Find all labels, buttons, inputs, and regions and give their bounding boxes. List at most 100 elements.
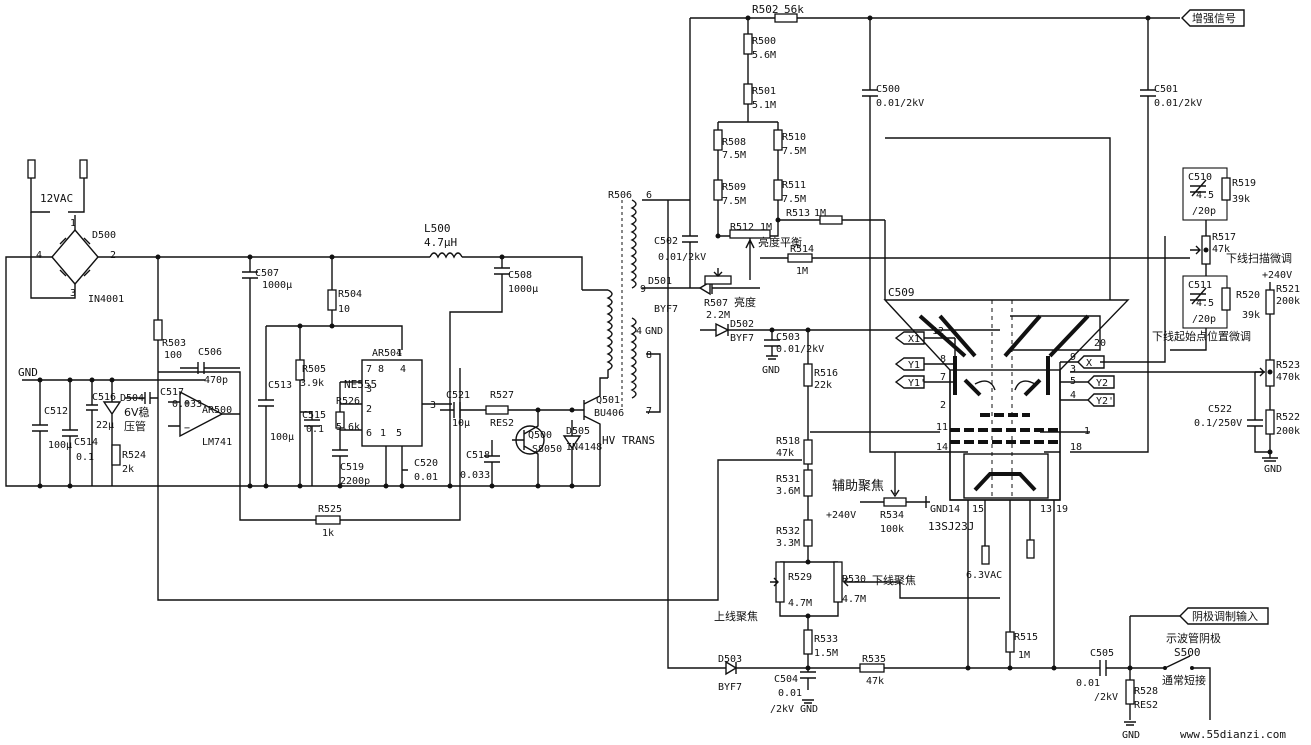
label-q500: Q500 [528, 430, 552, 441]
label-r527: R527 [490, 390, 514, 401]
label-r533: R533 [814, 634, 838, 645]
label-c503: C503 [776, 332, 800, 343]
signal-tag-zengqiang [1181, 9, 1245, 27]
cap-c521 [440, 402, 486, 418]
cap-c519 [332, 440, 348, 486]
label-r534: R534 [880, 510, 904, 521]
value-d501: BYF7 [654, 304, 678, 315]
label-l500: L500 [424, 222, 451, 235]
focus-divider-chain [770, 330, 1000, 690]
pot-r534 [860, 452, 930, 508]
value-c504-b: /2kV [770, 704, 794, 715]
ne555-pin4: 4 [396, 348, 402, 359]
pin-3: 3 [70, 288, 76, 299]
label-c510: C510 [1188, 172, 1212, 183]
label-r500: R500 [752, 36, 776, 47]
label-r523: R523 [1276, 360, 1300, 371]
label-r528: R528 [1134, 686, 1158, 697]
svg-text:1: 1 [380, 428, 386, 439]
tag-x1: X1 [908, 334, 920, 345]
cap-c503 [764, 330, 780, 360]
value-r501: 5.1M [752, 100, 776, 111]
label-c516: C516 [92, 392, 116, 403]
value-c505-b: /2kV [1094, 692, 1118, 703]
diode-d502 [700, 322, 1000, 338]
label-r507-cn: 亮度 [734, 295, 756, 309]
value-c505: 0.01 [1076, 678, 1100, 689]
label-d501: D501 [648, 276, 672, 287]
value-c521: 10μ [452, 418, 470, 429]
svg-text:7: 7 [366, 364, 372, 375]
pin-7: 7 [940, 372, 946, 383]
label-c505: C505 [1090, 648, 1114, 659]
pin-15: 15 [972, 504, 984, 515]
value-r507: 2.2M [706, 310, 730, 321]
resistor-r519 [1221, 177, 1231, 201]
resistor-r505 [295, 326, 305, 486]
label-c513: C513 [268, 380, 292, 391]
transistor-q500 [512, 410, 545, 486]
cap-c517 [125, 392, 158, 404]
ic-ar501-ne555: 7 8 4 3 2 6 1 5 [339, 359, 452, 486]
wires-power-rail [5, 256, 802, 601]
label-r513: R513 [786, 208, 810, 219]
cap-c512 [32, 380, 48, 486]
label-r519: R519 [1232, 178, 1256, 189]
value-c510-b: /20p [1192, 206, 1216, 217]
gnd-c504 [802, 699, 814, 704]
value-q501: BU406 [594, 408, 624, 419]
label-r512: R512 [730, 222, 754, 233]
value-c515: 0.1 [306, 424, 324, 435]
label-fuzhu: 辅助聚焦 [832, 479, 884, 494]
cap-c501 [1070, 18, 1156, 453]
value-r509: 7.5M [722, 196, 746, 207]
label-c514: C514 [74, 437, 98, 448]
pin-12: 12 [932, 326, 944, 337]
resistor-r502 [774, 13, 1180, 23]
pin-tags-left [894, 331, 956, 389]
wire-vcc-555 [266, 325, 403, 350]
label-d503: D503 [718, 654, 742, 665]
value-c506: 470p [204, 375, 228, 386]
signal-tag-yinji [1129, 607, 1269, 668]
label-r524: R524 [122, 450, 146, 461]
value-c512: 100μ [48, 440, 72, 451]
value-r535: 47k [866, 676, 884, 687]
value-c508: 1000μ [508, 284, 538, 295]
svg-text:4: 4 [400, 364, 406, 375]
junction-dots [37, 15, 1273, 671]
resistor-r528 [1124, 679, 1136, 726]
resistor-r527 [485, 405, 584, 415]
value-r514: 1M [796, 266, 808, 277]
label-12vac: 12VAC [40, 192, 73, 205]
pin-2-tube: 2 [940, 400, 946, 411]
cap-c508 [449, 257, 510, 486]
label-c502: C502 [654, 236, 678, 247]
label-r511: R511 [782, 180, 806, 191]
svg-text:3: 3 [366, 384, 372, 395]
label-d502: D502 [730, 319, 754, 330]
resistor-r525 [315, 515, 341, 525]
pin-4: 4 [36, 250, 42, 261]
tap-9: 9 [640, 284, 646, 295]
value-c522: 0.1/250V [1194, 418, 1242, 429]
cap-c520 [401, 469, 408, 486]
value-c504: 0.01 [778, 688, 802, 699]
tag-y2-prime: Y2' [1096, 396, 1114, 407]
label-in4001: IN4001 [88, 294, 124, 305]
value-r521: 200k [1276, 296, 1300, 307]
cap-c513 [258, 326, 274, 486]
value-r515: 1M [1018, 650, 1030, 661]
crt-tube-13sj23j [883, 137, 1130, 501]
wire-c511-out [1170, 328, 1207, 351]
svg-text:6: 6 [366, 428, 372, 439]
primary-coil [582, 289, 613, 378]
label-c519: C519 [340, 462, 364, 473]
pin-9: 9 [1070, 352, 1076, 363]
label-gnd14: GND14 [930, 504, 960, 515]
label-d504-b: 压管 [124, 419, 146, 433]
label-r506: R506 [608, 190, 632, 201]
value-r512: 1M [760, 222, 772, 233]
value-c513: 100μ [270, 432, 294, 443]
value-r533: 1.5M [814, 648, 838, 659]
